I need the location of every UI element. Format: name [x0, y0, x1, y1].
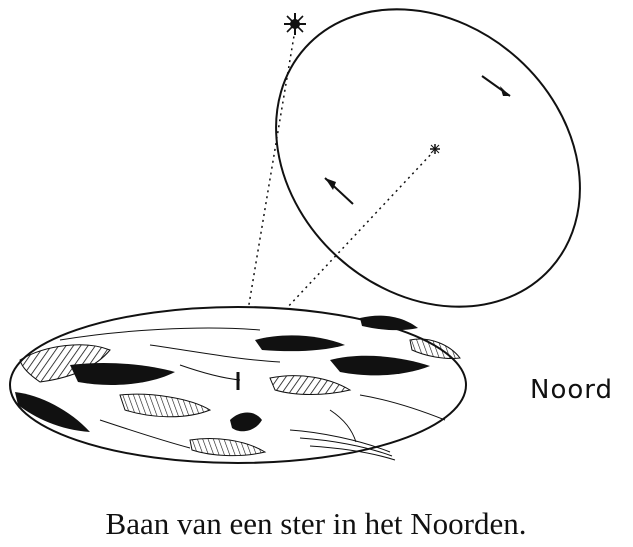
pole-star-icon [430, 144, 440, 154]
landscape-disc [9, 306, 467, 464]
sight-line-to-pole [239, 151, 434, 359]
star-orbit-ellipse [275, 8, 581, 308]
star-icon [284, 13, 306, 35]
north-label: Noord [530, 375, 613, 405]
sight-line-to-star [239, 29, 296, 359]
direction-arrow-icon [481, 75, 511, 97]
direction-arrow-icon [324, 177, 354, 205]
figure-caption: Baan van een ster in het Noorden. [106, 506, 527, 541]
